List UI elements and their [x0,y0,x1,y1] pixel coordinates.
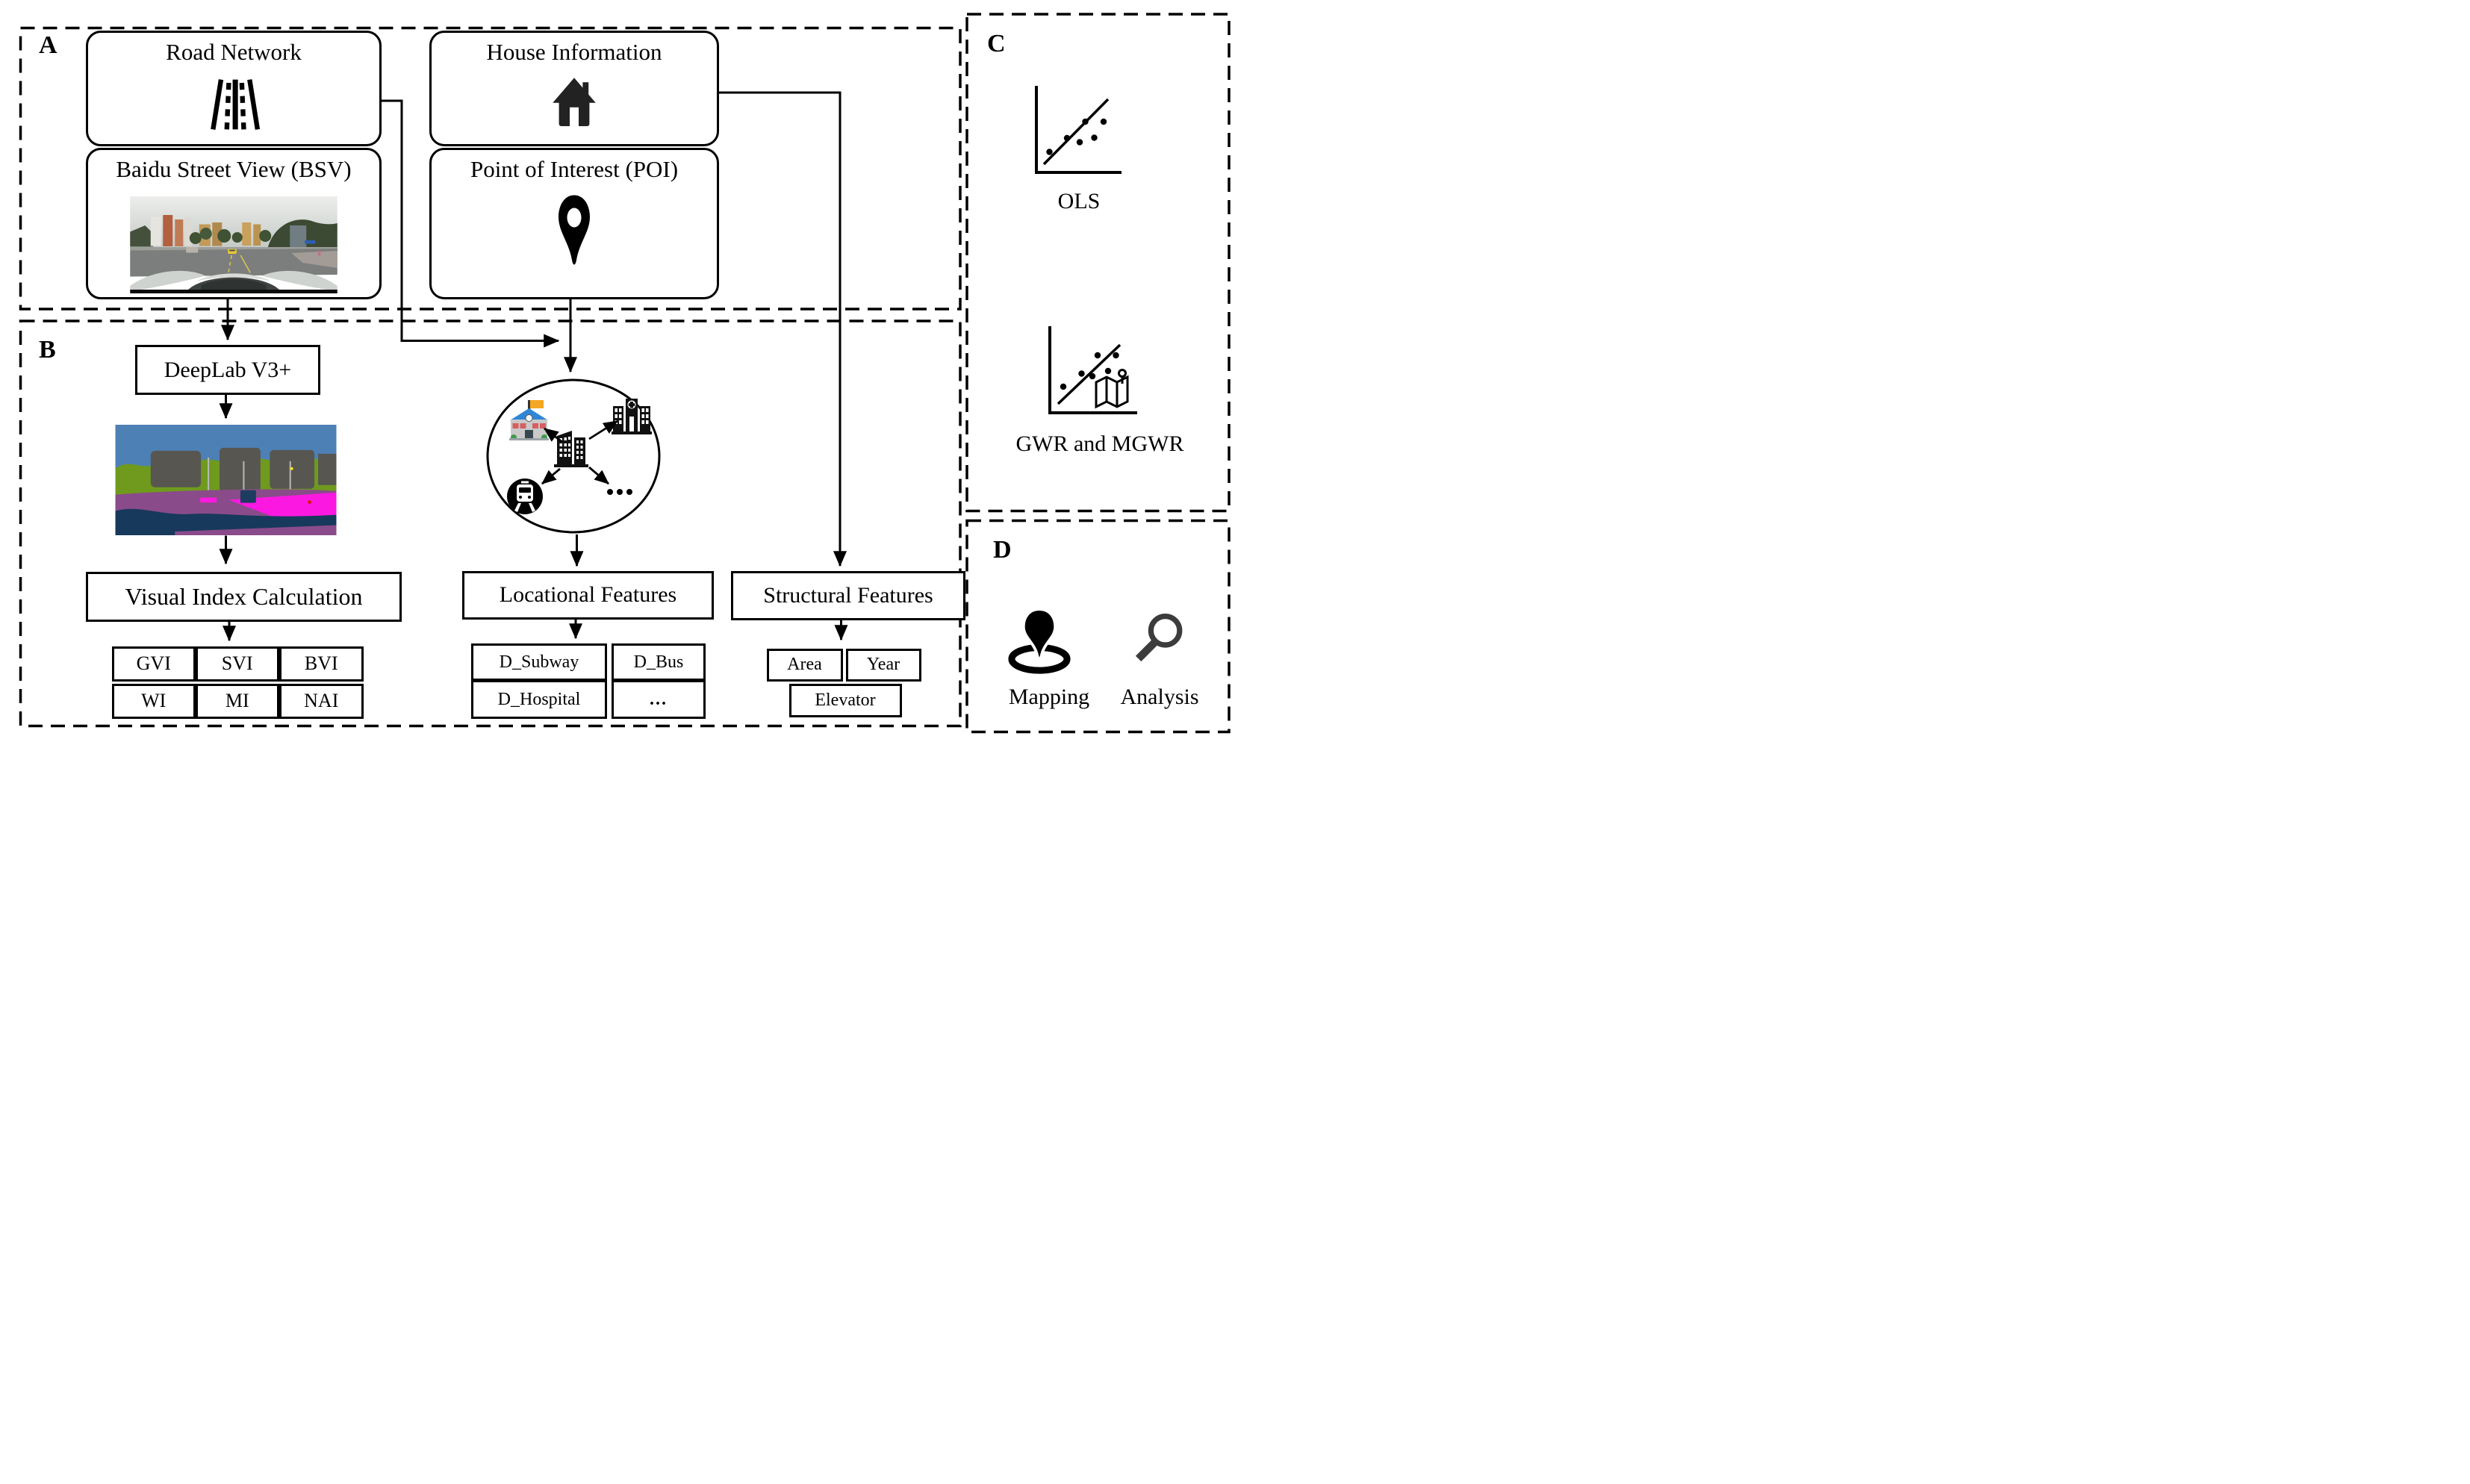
index-box-nai: NAI [279,684,364,719]
feature-label: Year [866,655,900,674]
feature-box-year: Year [845,648,921,682]
feature-label: Elevator [815,690,876,710]
index-box-wi: WI [111,684,196,719]
arrow-to-school [544,427,563,443]
feature-box-elevator: Elevator [788,684,902,717]
index-label: MI [225,690,249,712]
ols-label: OLS [1057,189,1101,213]
gwr-label: GWR and MGWR [1015,431,1184,456]
structural-features-box: Structural Features [731,571,965,620]
map-pin-icon [559,195,590,265]
index-label: GVI [136,652,171,675]
panel-d-label: D [993,536,1012,564]
locational-features-box: Locational Features [462,571,714,620]
locational-features-title: Locational Features [499,582,677,608]
index-label: SVI [221,652,253,675]
deeplab-title: DeepLab V3+ [164,357,292,382]
index-box-bvi: BVI [279,646,364,682]
feature-label: ... [650,689,668,709]
map-marker-icon [1008,608,1071,674]
arrow-to-hospital [588,420,618,440]
feature-box-d-hospital: D_Hospital [471,680,607,719]
road-network-box: Road Network [86,31,382,146]
arrow-to-train [541,467,561,485]
train-icon [507,478,543,514]
house-information-title: House Information [486,39,662,65]
ols-trend-line [1042,98,1110,166]
index-label: BVI [304,652,338,675]
deeplab-box: DeepLab V3+ [135,345,320,395]
index-label: WI [141,690,167,712]
index-box-mi: MI [195,684,279,719]
ols-scatter-icon [1035,86,1122,174]
framework-diagram: A B C D Road Network House Information B… [0,0,1235,742]
bsv-box: Baidu Street View (BSV) [86,148,382,299]
house-icon [553,78,596,126]
index-box-gvi: GVI [111,646,196,682]
feature-box-locational-more: ... [612,680,706,719]
segmentation-image [115,425,337,535]
feature-label: D_Hospital [497,689,581,709]
feature-label: D_Subway [499,652,579,672]
school-icon [509,400,549,440]
visual-index-calculation-title: Visual Index Calculation [125,583,363,610]
ols-dots [1046,118,1107,155]
street-view-panorama [130,196,337,293]
poi-context-circle [486,378,661,534]
feature-box-area: Area [766,649,843,682]
magnifier-icon [1135,614,1183,662]
analysis-label: Analysis [1120,685,1199,709]
road-network-title: Road Network [166,39,302,65]
gwr-dots [1060,352,1119,390]
arrow-house-to-structural [715,91,847,567]
buildings-icon [554,431,588,467]
gwr-scatter-icon [1048,326,1137,414]
road-icon [211,79,261,130]
feature-label: D_Bus [633,652,684,672]
poi-title: Point of Interest (POI) [470,156,679,182]
hospital-icon [612,399,652,434]
gwr-trend-line [1057,343,1122,405]
poi-box: Point of Interest (POI) [429,148,719,299]
feature-label: Area [787,655,822,675]
house-information-box: House Information [429,31,719,146]
map-icon [1095,369,1129,409]
feature-box-d-bus: D_Bus [612,643,706,681]
ellipsis-dots [607,489,632,495]
mapping-label: Mapping [1008,685,1090,709]
panel-b-label: B [39,336,56,364]
index-label: NAI [304,690,339,712]
visual-index-calculation-box: Visual Index Calculation [86,572,402,622]
index-box-svi: SVI [195,646,279,682]
structural-features-title: Structural Features [763,582,933,608]
feature-box-d-subway: D_Subway [471,643,607,681]
panel-a-label: A [39,31,57,59]
arrow-to-ellipsis [588,466,609,485]
bsv-title: Baidu Street View (BSV) [116,156,352,182]
panel-c-label: C [987,30,1006,57]
